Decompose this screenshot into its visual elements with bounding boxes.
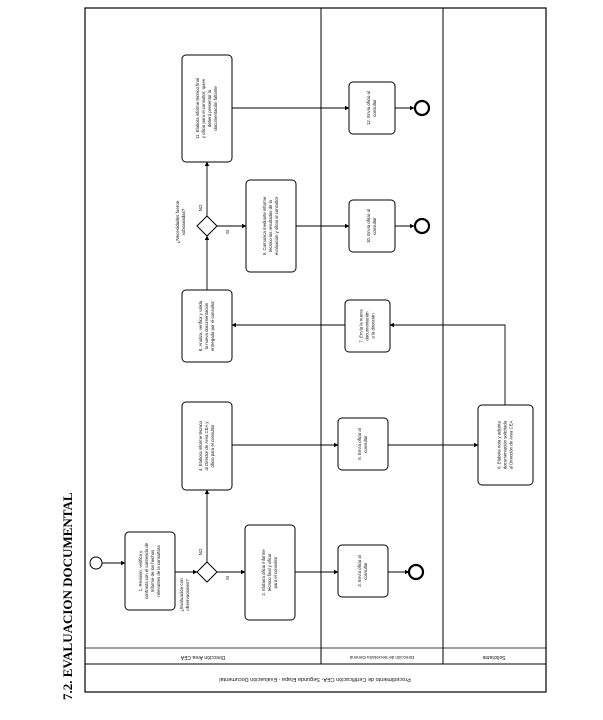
task-box-t1: [124, 531, 176, 611]
gateway-2-yes-label: SI: [225, 230, 230, 234]
task-label-line: consultor: [363, 562, 368, 580]
task-label-line: 10. Envía oficio al: [366, 209, 371, 243]
task-label-line: y oficio para el consultor; quien: [201, 78, 206, 138]
lane-label-solicitante: Solicitante: [482, 654, 505, 660]
gateway-2-question-line-2: subsanadas?: [181, 208, 186, 235]
task-label-line: evaluación y oficio al consultor: [274, 196, 279, 255]
task-label-line: documentación faltante: [213, 86, 218, 131]
task-label-line: entregada por el consultor: [210, 300, 215, 350]
task-label-line: 7. Envía la nueva: [359, 309, 364, 343]
end-event-2: [413, 217, 431, 235]
task-box-t10: [348, 199, 396, 253]
task-label-line: consultor: [372, 99, 377, 117]
task-box-t7: [344, 299, 391, 353]
task-label-line: 4. Elabora informe técnico: [198, 420, 203, 471]
lane-label-dir-area: Dirección Área CEA: [180, 654, 225, 661]
task-box-t5: [337, 417, 389, 471]
gateway-1-yes-label: SI: [225, 576, 230, 580]
task-label-line: contrasta con el contenido de: [144, 542, 149, 599]
task-box-t4: [181, 401, 233, 491]
task-label-line: oficio para el consultor: [210, 424, 215, 468]
task-box-t3: [337, 544, 389, 598]
task-box-t6: [477, 404, 534, 486]
task-label-line: Informe de los hechos: [150, 550, 155, 592]
task-label-line: deberá presentar la: [207, 89, 212, 127]
task-label-line: consultor: [363, 435, 368, 453]
task-label-line: 3. Envía oficio al: [357, 555, 362, 587]
task-label-line: consultor: [372, 217, 377, 235]
pool-title: Procedimiento de Certificación CEA- Segu…: [219, 676, 410, 682]
task-label-line: 9. Comunica mediante informe: [262, 196, 267, 255]
gateway-1-no-label: NO: [198, 548, 203, 555]
task-label-line: técnico final y oficio: [267, 553, 272, 591]
task-label-line: 12. Envía oficio al: [366, 91, 371, 125]
task-box-t11: [181, 54, 233, 163]
task-box-t9: [245, 179, 297, 273]
task-box-t2: [244, 524, 296, 621]
task-box-t8: [181, 289, 233, 363]
end-event-1: [407, 563, 425, 581]
task-label-line: a la dirección: [371, 313, 376, 339]
task-label-line: la nueva documentación: [204, 302, 209, 349]
task-label-line: documentación: [365, 311, 370, 341]
task-label-line: relevantes de la consultora: [156, 545, 161, 597]
task-label-line: documentación solicitada: [503, 420, 508, 469]
task-label-line: 5. Envía oficio al: [357, 428, 362, 460]
end-event-3: [413, 99, 431, 117]
gateway-2-no-label: NO: [198, 204, 203, 211]
task-label-line: técnico los resultados de la: [268, 199, 273, 251]
task-label-line: 11. Elabora informe técnico final: [195, 78, 200, 139]
start-event: [89, 556, 103, 570]
gateway-2-question-line-1: ¿Necesidades fueron: [175, 200, 180, 243]
task-box-t12: [348, 81, 396, 135]
gateway-1-question-line-1: ¿Evaluación con: [179, 578, 184, 612]
gateway-1-question-line-2: observaciones?: [185, 579, 190, 611]
task-label-line: al Dirección de Área CEA: [509, 421, 514, 470]
flow-t6-t7: [389, 322, 506, 405]
task-label-line: 1. Revisión, verifica y: [138, 550, 143, 591]
gateway-2: ¿Necesidades fueron subsanadas? SI NO: [175, 200, 230, 243]
sequence-flows: [100, 105, 506, 575]
gateway-1: ¿Evaluación con observaciones? SI NO: [179, 548, 230, 612]
task-label-line: al Director de Área CEA y: [204, 421, 209, 471]
lane-label-dir-sec: Dirección de Secretaría General: [350, 655, 414, 660]
task-label-line: 2. Elabora oficio informe: [261, 549, 266, 596]
task-label-line: 6. Elabora nota y adjunta: [497, 421, 502, 469]
task-label-line: 8. Analiza, verifica y valida: [198, 300, 203, 351]
task-label-line: para el consultor: [273, 556, 278, 588]
